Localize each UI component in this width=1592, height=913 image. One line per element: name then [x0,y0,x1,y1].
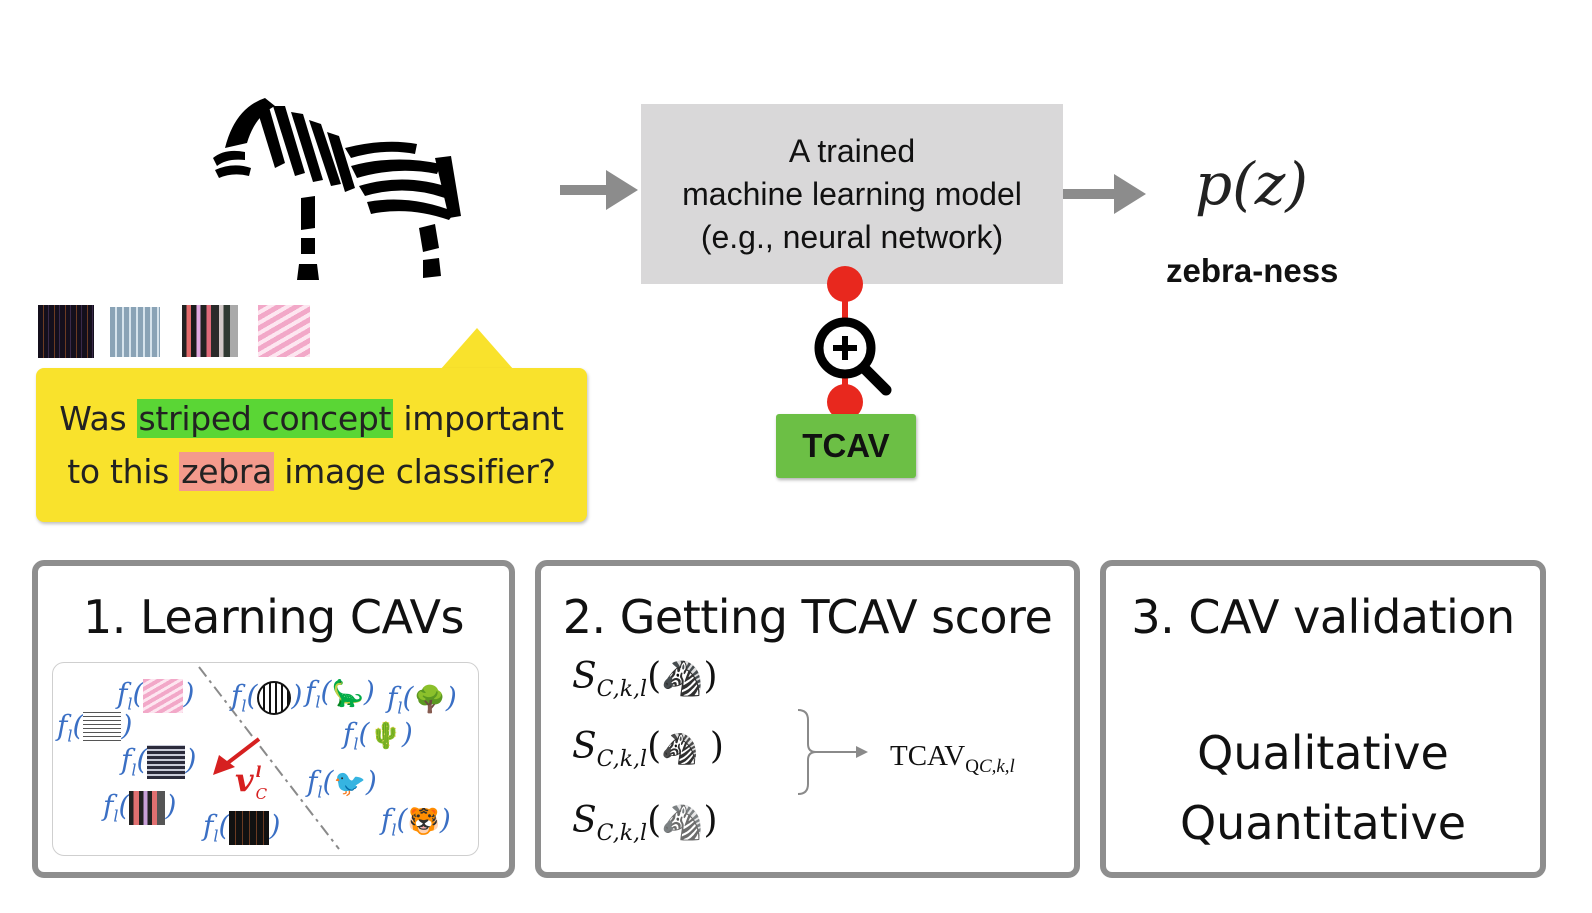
aggregate-brace-arrow-icon [797,709,868,795]
cav-arrow-head-icon [213,755,235,775]
zebra-image [213,98,461,280]
validation-qualitative: Qualitative [1197,726,1449,780]
model-box [641,104,1063,284]
fl-dark-pinstripes: fl() [203,809,281,846]
fl-pink-chevron: fl() [117,677,195,714]
concept-swatch-pink-chevron [258,305,310,357]
concept-swatch-blue-stripe [110,307,160,357]
cav-decision-boundary [198,666,340,850]
multicolor-stripes-thumbnail [129,790,166,825]
input-arrow-head-icon [606,170,638,210]
question-prefix: Was [59,399,137,438]
model-label-line1: A trained [788,133,916,169]
validation-quantitative: Quantitative [1179,796,1467,850]
zebra-standing-icon: 🦓 [661,659,704,699]
panel-title: 3. CAV validation [1131,590,1515,644]
panel-title: 2. Getting TCAV score [562,590,1053,644]
question-middle: important [393,399,564,438]
output-arrow-head-icon [1114,174,1146,214]
horizontal-lines-thumbnail [83,711,122,744]
fl-multicolor-stripes: fl() [103,789,177,826]
score-row-zebra-outline: SC,k,l(🦓) [572,800,718,847]
input-arrow-shaft [560,185,610,195]
tcav-score-result: TCAVQC,k,l [890,740,1015,777]
fl-cactus: fl(🌵) [343,717,413,754]
dark-pinstripes-thumbnail [229,810,270,845]
zebra-head-icon: 🦓 [661,731,699,767]
concept-swatch-multicolor-stripe [182,305,238,357]
zebra-outline-icon: 🦓 [661,803,704,843]
panel-cav-validation: 3. CAV validation [1100,560,1546,878]
pink-chevron-thumbnail [143,678,184,713]
concept-swatch-dark-pinstripe [38,305,94,358]
concept-highlight: striped concept [136,399,394,438]
fl-dark-wavy-lines: fl() [121,743,197,780]
bird-icon: 🐦 [333,768,366,799]
fl-dinosaur: fl(🦕) [305,675,375,712]
question-line2-prefix: to this [67,452,180,491]
fl-watermelon: fl() [231,679,303,716]
speech-bubble-tail [440,328,514,370]
class-highlight: zebra [179,452,275,491]
watermelon-icon [257,680,292,715]
panel-title: 1. Learning CAVs [83,590,464,644]
tcav-probe-magnifier-icon [814,266,892,420]
question-speech-bubble [36,368,587,522]
fl-tree: fl(🌳) [387,681,457,718]
fl-tiger: fl(🐯) [381,803,451,840]
cactus-icon: 🌵 [369,720,402,751]
tcav-button[interactable]: TCAV [776,414,916,478]
tree-icon: 🌳 [413,684,446,715]
wavy-lines-thumbnail [147,744,186,779]
fl-horizontal-lines: fl() [57,709,133,746]
model-label: A trained machine learning model (e.g., … [641,130,1063,259]
output-label: zebra-ness [1166,252,1339,289]
model-label-line3: (e.g., neural network) [700,219,1004,255]
output-arrow-shaft [1063,189,1118,199]
fl-bird: fl(🐦) [307,765,377,802]
output-formula: p(z) [1195,150,1308,218]
dinosaur-icon: 🦕 [331,678,364,709]
model-label-line2: machine learning model [682,176,1022,212]
cav-arrow-shaft [223,737,261,767]
tiger-icon: 🐯 [407,806,440,837]
question-suffix: image classifier? [274,452,556,491]
question-text: Was striped concept important to this ze… [36,392,587,498]
score-row-zebra-standing: SC,k,l(🦓) [572,656,718,703]
score-row-zebra-head: SC,k,l(🦓 ) [572,726,724,773]
